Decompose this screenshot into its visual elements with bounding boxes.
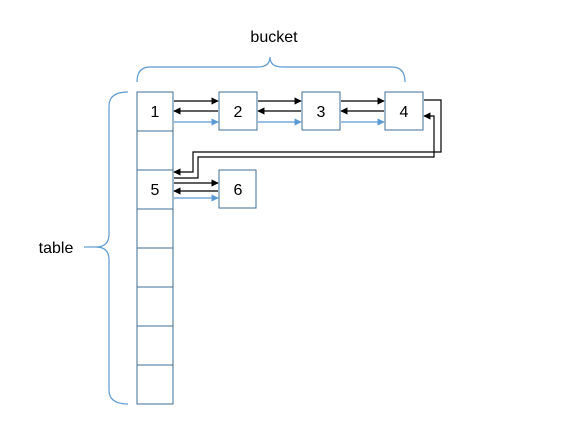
wrap-arrow-to-node4 xyxy=(174,112,435,179)
table-cell xyxy=(136,325,174,366)
chain-node: 3 xyxy=(301,91,341,131)
side-node: 6 xyxy=(218,169,257,209)
table-cell xyxy=(136,169,174,210)
chain-node: 2 xyxy=(218,91,258,131)
table-cell xyxy=(136,130,174,171)
table-cell xyxy=(136,364,174,405)
chain-node-label: 4 xyxy=(400,104,409,121)
chain-node: 4 xyxy=(384,91,424,131)
table-cell-label: 5 xyxy=(151,182,160,199)
table-brace xyxy=(95,91,129,405)
table-cell-label: 1 xyxy=(151,104,160,121)
chain-node-label: 2 xyxy=(234,104,243,121)
bucket-label: bucket xyxy=(250,29,298,46)
bucket-brace xyxy=(136,56,406,83)
table-label: table xyxy=(39,240,74,257)
table-cell xyxy=(136,286,174,327)
table-column: 1 5 xyxy=(136,91,174,405)
table-cell xyxy=(136,247,174,288)
side-node-label: 6 xyxy=(234,182,243,199)
chain-node-label: 3 xyxy=(317,104,326,121)
wrap-arrow-to-table xyxy=(173,99,442,176)
table-cell xyxy=(136,208,174,249)
